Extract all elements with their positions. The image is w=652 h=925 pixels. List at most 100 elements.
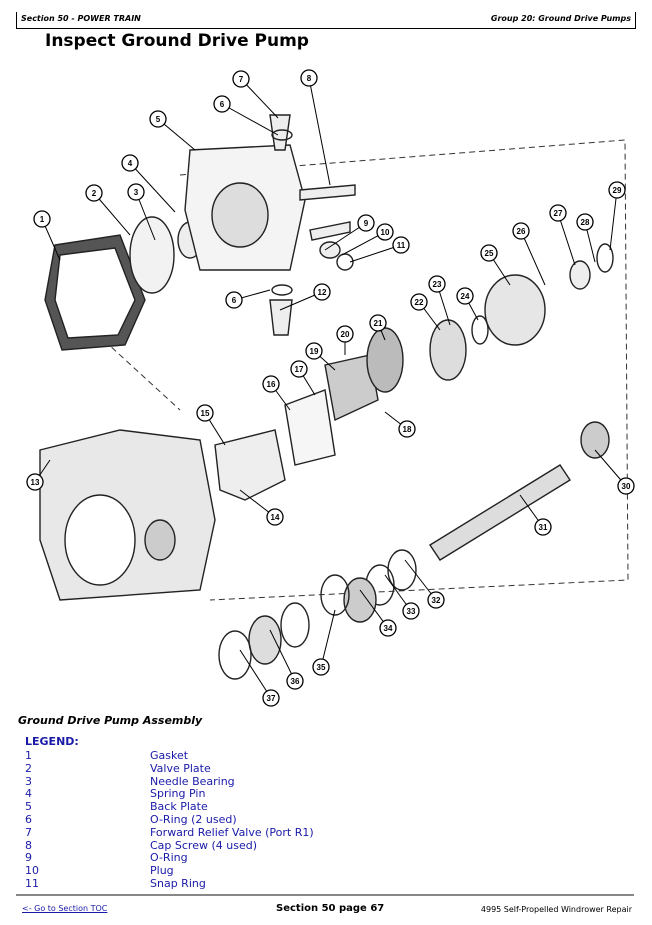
callout-34: 34 [359,589,397,637]
callout-36: 36 [269,629,304,690]
callout-20: 20 [336,325,354,355]
section-label: Section 50 - POWER TRAIN [21,14,141,23]
group-label: Group 20: Ground Drive Pumps [490,14,631,23]
callout-circle [456,287,474,305]
callout-number: 13 [31,478,40,487]
callout-circle [232,70,250,88]
callout-14: 14 [239,489,284,526]
legend-number: 8 [25,838,32,852]
section-toc-link[interactable]: <- Go to Section TOC [22,904,108,913]
callout-number: 24 [461,292,470,301]
callout-number: 14 [271,513,280,522]
book-title: 4995 Self-Propelled Windrower Repair [480,905,632,914]
leader-line [308,77,331,186]
callout-8: 8 [300,69,331,186]
callout-circle [336,325,354,343]
leader-line [240,78,279,119]
callout-circle [534,518,552,536]
callout-18: 18 [384,411,416,438]
callout-circle [127,183,145,201]
leader-line [609,189,618,251]
footer-divider [16,894,634,896]
callout-number: 15 [201,409,210,418]
callout-number: 26 [517,227,526,236]
callout-11: 11 [349,236,410,263]
callout-circle [85,184,103,202]
callout-circle [266,508,284,526]
callout-number: 1 [40,215,45,224]
callout-circle [33,210,51,228]
callout-circle [376,223,394,241]
callout-number: 27 [554,209,563,218]
callout-22: 22 [410,293,441,331]
legend-number: 4 [25,787,32,801]
callout-19: 19 [305,342,336,371]
leader-line [221,103,279,136]
callout-circle [402,602,420,620]
callout-25: 25 [480,244,511,286]
callout-circle [410,293,428,311]
page-header: Section 50 - POWER TRAIN Group 20: Groun… [16,12,636,29]
callout-28: 28 [576,213,596,263]
callout-32: 32 [404,559,445,609]
callout-26: 26 [512,222,546,286]
callout-circle [121,154,139,172]
legend-number: 9 [25,851,32,865]
callout-15: 15 [196,404,226,446]
callout-number: 21 [374,319,383,328]
callout-16: 16 [262,375,291,411]
legend-number: 3 [25,774,32,788]
callout-number: 19 [310,347,319,356]
legend-label: Back Plate [150,800,208,814]
callout-circle [305,342,323,360]
callout-number: 4 [128,159,133,168]
legend-label: Snap Ring [150,876,206,890]
callout-number: 9 [364,219,369,228]
leader-line [269,629,296,682]
legend-number: 1 [25,749,32,762]
legend-number: 7 [25,825,32,839]
leader-line [320,609,336,668]
callout-circle [392,236,410,254]
callout-7: 7 [232,70,279,119]
legend-label: Forward Relief Valve (Port R1) [150,825,314,839]
callout-number: 29 [613,186,622,195]
callout-number: 32 [432,596,441,605]
callout-number: 31 [539,523,548,532]
callout-27: 27 [549,204,576,266]
callout-9: 9 [324,214,375,251]
callout-circle [398,420,416,438]
callout-number: 23 [433,280,442,289]
callout-number: 5 [156,115,161,124]
callout-circle [549,204,567,222]
callout-circle [313,283,331,301]
callout-number: 33 [407,607,416,616]
callout-number: 10 [381,228,390,237]
callout-number: 6 [232,296,237,305]
callout-circle [480,244,498,262]
callout-5: 5 [149,110,196,151]
callout-circle [379,619,397,637]
callout-circle [357,214,375,232]
callout-29: 29 [608,181,626,251]
callout-31: 31 [519,494,552,536]
callout-number: 30 [622,482,631,491]
callout-circle [225,291,243,309]
leader-line [129,162,176,213]
callout-circle [26,473,44,491]
callout-circle [512,222,530,240]
callout-circle [196,404,214,422]
callout-circle [312,658,330,676]
legend-label: Valve Plate [150,761,211,775]
callout-number: 12 [318,288,327,297]
